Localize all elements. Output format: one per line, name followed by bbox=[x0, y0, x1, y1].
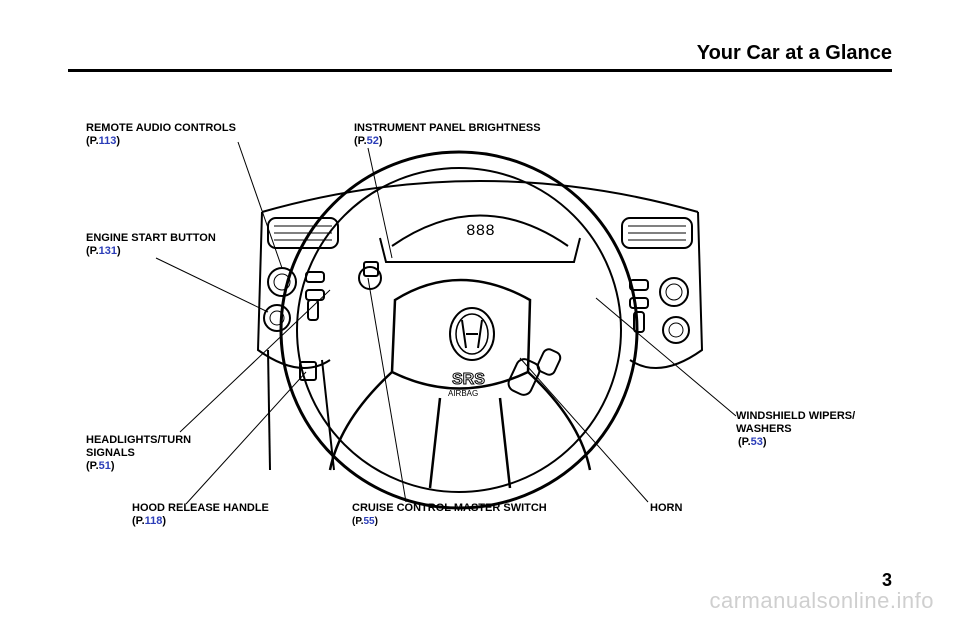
page-link-55[interactable]: 55 bbox=[363, 516, 375, 527]
page-number: 3 bbox=[881, 570, 892, 590]
page-link-53[interactable]: 53 bbox=[750, 436, 763, 448]
header-rule bbox=[68, 69, 892, 72]
callout-headlights-turn-signals: HEADLIGHTS/TURN SIGNALS (P.51) bbox=[86, 434, 192, 472]
cluster-display: 888 bbox=[466, 222, 495, 240]
callout-windshield-wipers-washers: WINDSHIELD WIPERS/ WASHERS (P.53) bbox=[736, 410, 856, 448]
watermark: carmanualsonline.info bbox=[709, 588, 934, 613]
srs-logo: SRS bbox=[452, 371, 485, 388]
page-link-118[interactable]: 118 bbox=[144, 515, 163, 527]
page-link-51[interactable]: 51 bbox=[98, 460, 111, 472]
airbag-text: AIRBAG bbox=[448, 389, 478, 398]
callout-horn: HORN bbox=[650, 502, 683, 514]
callout-cruise-control-master-switch: CRUISE CONTROL MASTER SWITCH (P.55) bbox=[352, 502, 547, 527]
callout-hood-release-handle: HOOD RELEASE HANDLE (P.118) bbox=[132, 502, 269, 527]
page-link-113[interactable]: 113 bbox=[98, 135, 117, 147]
callout-engine-start-button: ENGINE START BUTTON (P.131) bbox=[86, 232, 216, 257]
page-link-131[interactable]: 131 bbox=[98, 245, 117, 257]
callout-remote-audio-controls: REMOTE AUDIO CONTROLS (P.113) bbox=[86, 122, 236, 147]
callout-instrument-panel-brightness: INSTRUMENT PANEL BRIGHTNESS (P.52) bbox=[354, 122, 541, 147]
page-link-52[interactable]: 52 bbox=[366, 135, 379, 147]
page-title: Your Car at a Glance bbox=[696, 42, 892, 64]
